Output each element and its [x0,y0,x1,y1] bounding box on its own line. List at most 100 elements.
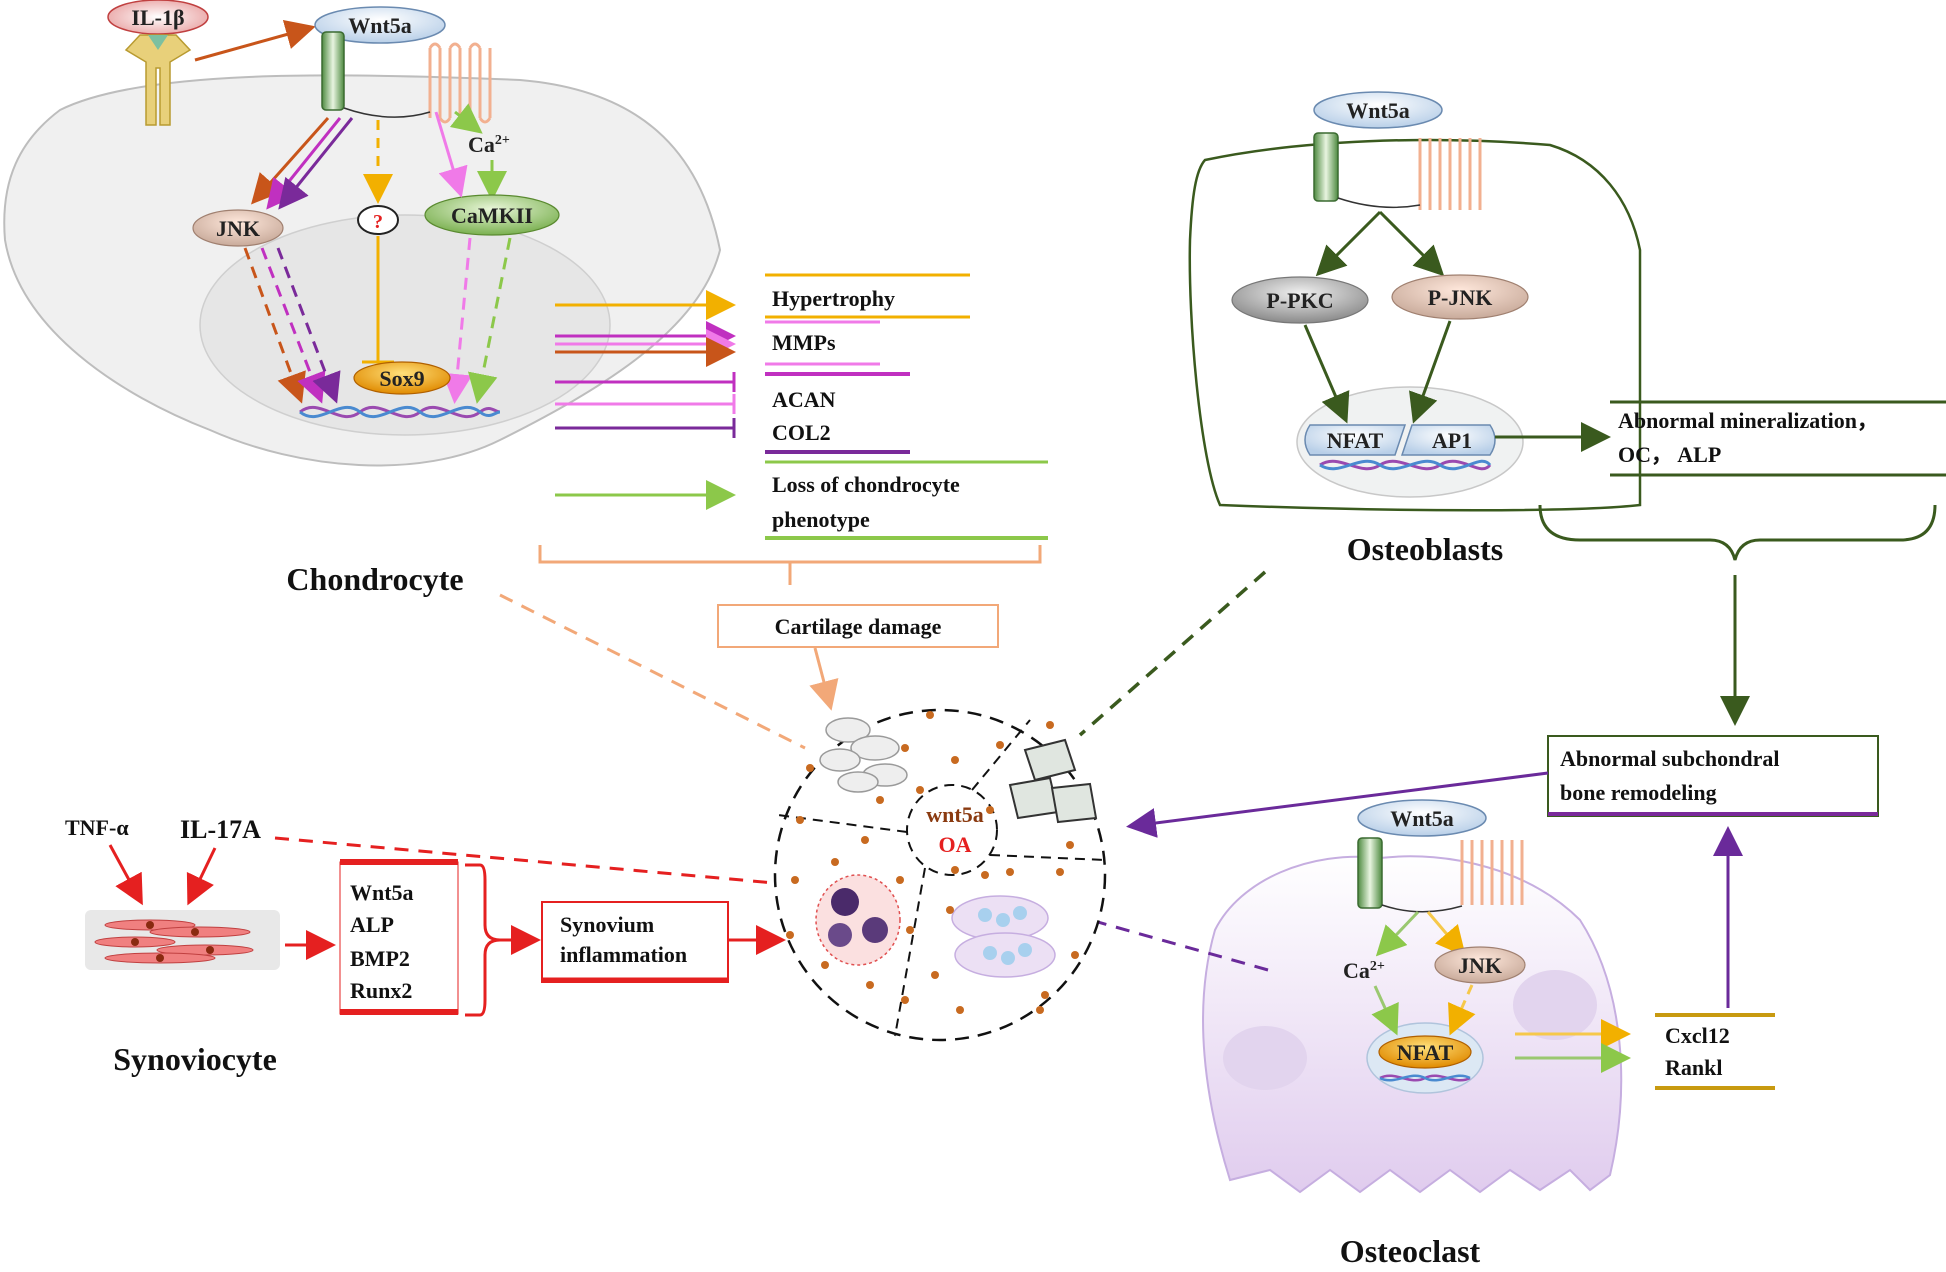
osteoclast-nfat-oval [1378,1035,1472,1069]
center-wnt5a-particles [786,711,1079,1014]
outcome-loss-line1: Loss of chondrocyte [772,472,960,497]
il1b-label: IL-1β [131,5,184,30]
osteoclast-jnk-oval [1434,946,1526,984]
osteoblast-ap1-label: AP1 [1432,428,1472,453]
oa-divider-right [989,854,1106,861]
osteoblast-wnt5a-label: Wnt5a [1346,98,1410,123]
synoviocyte-bracket [465,863,501,1017]
osteoclast-receptor-link [1381,904,1463,913]
center-wnt5a: wnt5a [926,802,983,827]
oa-divider-bottom-left [894,867,926,1037]
chondro-sox9-oval [353,361,451,395]
center-osteoclast-cluster [951,895,1056,978]
chondro-wnt5a-label: Wnt5a [348,13,412,38]
osteoclast-nucleus-right [1513,970,1597,1040]
osteoclast-panel: Wnt5a Ca2+ JNK NFAT Cxcl12 Rankl Osteocl… [1079,799,1775,1269]
marker-bmp2: BMP2 [350,946,410,971]
osteoblast-bracket [1538,504,1937,561]
chondrocyte-panel: IL-1β Wnt5a Ca2+ JNK ? CaMKII [3,0,1048,750]
arrow-ob-to-pjnk [1378,210,1445,277]
chondrocyte-title: Chondrocyte [286,561,463,597]
il1b-receptor [124,34,192,126]
chondro-receptor-link [343,107,431,118]
chondro-jnk-oval [192,209,284,247]
chondro-camkii-label: CaMKII [451,203,533,228]
mineralization-line2: OC， ALP [1618,442,1721,467]
osteoblast-pjnk-oval [1391,274,1529,320]
arrow-jnk-to-dna-brown [243,247,306,404]
arrow-ob-to-ppkc [1315,210,1382,277]
arrow-jnk-to-dna-purple [276,247,341,404]
synoviocyte-nuclei [131,921,214,962]
arrow-pjnk-to-ap1 [1409,320,1452,424]
chondro-frizzled-receptor [428,42,492,124]
osteoclast-calcium-label: Ca2+ [1343,958,1385,983]
inflammation-line2: inflammation [560,942,687,967]
inflammation-line1: Synovium [560,912,654,937]
osteoclast-jnk-label: JNK [1458,953,1502,978]
arrow-tnf-to-cell [108,844,143,906]
arrow-wnt5a-to-jnk-purple [278,117,354,210]
arrow-oc-to-jnk [1426,911,1466,957]
outcome-hypertrophy: Hypertrophy [772,286,895,311]
chondro-camkii-oval [424,194,560,236]
cartilage-damage-box [717,604,999,648]
osteoblast-ror-receptor [1313,132,1339,202]
marker-alp: ALP [350,912,394,937]
osteoblast-ppkc-label: P-PKC [1266,288,1333,313]
arrow-camkii-to-dna-green [467,237,512,404]
osteoblast-frizzled-receptor [1418,138,1482,210]
osteoblast-dna-helix [1319,459,1492,471]
dashed-synoviocyte-to-center [274,836,831,890]
il1b-ligand [107,0,209,35]
outcome-col2: COL2 [772,420,831,445]
arrow-jnk-to-nfat [1448,984,1476,1036]
arrow-ppkc-to-nfat [1303,324,1350,424]
osteoclast-outcome-cxcl12: Cxcl12 [1665,1023,1730,1048]
arrow-wnt5a-to-camkii-pink [434,111,468,198]
synoviocyte-panel: TNF-α IL-17A Wnt5a ALP BMP2 Runx2 Synovi… [65,815,831,1077]
chondrocyte-nucleus [199,214,611,436]
center-oa: OA [939,832,972,857]
osteoclast-nfat-label: NFAT [1397,1040,1454,1065]
osteoclast-dna-helix [1379,1074,1471,1082]
oa-inner-circle [906,784,998,876]
dashed-osteoblast-to-center [1078,570,1267,737]
arrow-remodeling-to-center [1126,771,1549,838]
osteoclast-wnt5a-label: Wnt5a [1390,806,1454,831]
arrow-il1b-to-wnt5a [194,19,316,62]
osteoblast-ppkc-oval [1231,276,1369,324]
synoviocyte-title: Synoviocyte [113,1041,277,1077]
arrow-il17a-to-cell [186,847,217,906]
mineralization-line1: Abnormal mineralization， [1618,408,1879,433]
il1b-bind-wedge [148,35,168,50]
center-inflammatory-cell [815,874,901,966]
remodeling-line2: bone remodeling [1560,780,1717,805]
osteoblast-ap1-shape [1400,424,1496,456]
arrow-wnt5a-to-calcium [449,103,483,134]
chondro-calcium-label: Ca2+ [468,132,510,157]
osteoblast-nfat-shape [1304,424,1407,456]
arrow-oc-to-calcium [1375,910,1420,957]
dashed-osteoclast-to-center [1079,915,1269,972]
chondro-sox9-label: Sox9 [379,366,424,391]
arrow-calcium-to-nfat [1371,985,1399,1036]
dashed-chondrocyte-to-center [499,593,806,750]
osteoblast-title: Osteoblasts [1347,531,1503,567]
osteoclast-outcome-rankl: Rankl [1665,1055,1722,1080]
remodeling-box [1547,735,1879,817]
remodeling-line1: Abnormal subchondral [1560,746,1779,771]
stim-tnf-alpha: TNF-α [65,815,129,840]
chondro-unknown-oval [357,205,399,235]
chondro-unknown-label: ? [373,211,383,233]
osteoclast-ror-receptor [1357,837,1383,909]
osteoblast-nfat-label: NFAT [1327,428,1384,453]
osteoclast-nucleus-left [1223,1026,1307,1090]
marker-wnt5a: Wnt5a [350,880,414,905]
outcome-acan: ACAN [772,387,836,412]
osteoclast-wnt5a-oval [1357,799,1487,837]
marker-runx2: Runx2 [350,978,412,1003]
osteoblast-panel: Wnt5a P-PKC P-JNK NFAT AP1 Abnormal mine… [1078,91,1946,737]
arrow-camkii-to-dna-pink [442,237,473,404]
center-oa-panel: wnt5a OA [773,708,1107,1042]
